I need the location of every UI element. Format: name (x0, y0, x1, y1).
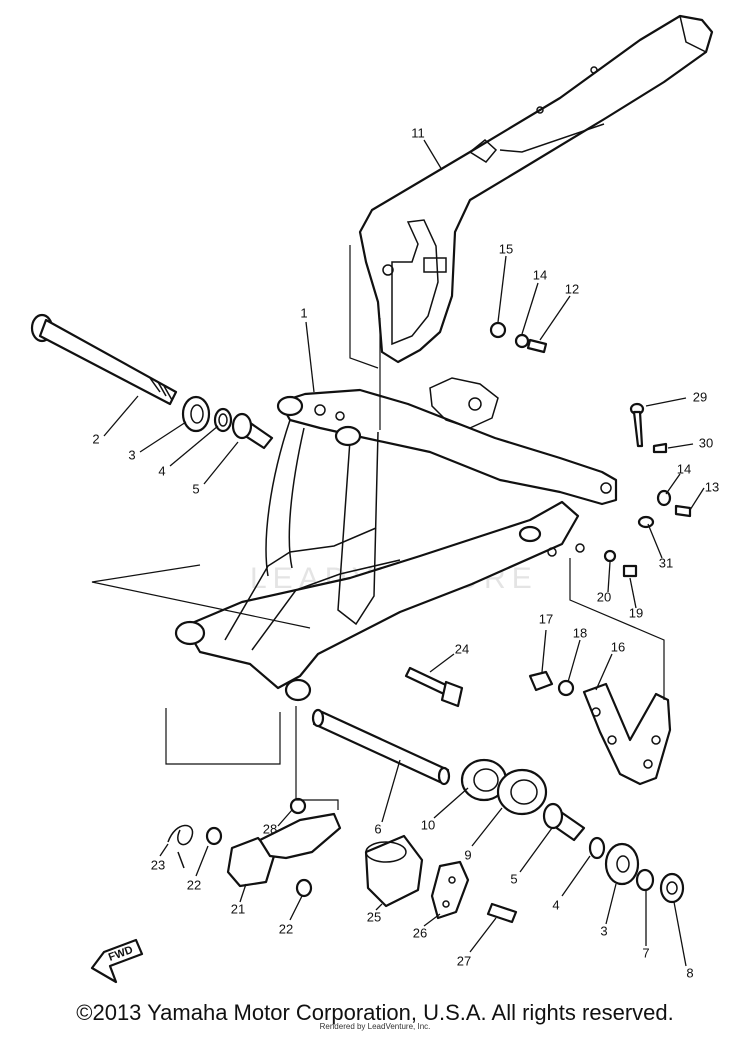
callout-18: 18 (573, 625, 587, 640)
callout-15: 15 (499, 241, 513, 256)
plate-and-bolt-part (430, 860, 518, 924)
callout-14-right: 14 (677, 461, 691, 476)
callout-11: 11 (411, 125, 425, 140)
rendered-by-credit: Rendered by LeadVenture, Inc. (319, 1022, 431, 1031)
callout-1: 1 (300, 305, 307, 320)
callout-5-upper: 5 (192, 481, 199, 496)
chain-guard-fasteners-part (489, 321, 548, 354)
rubber-damper-part (364, 834, 424, 908)
callout-4-lower: 4 (552, 897, 559, 912)
bracket-bolt-part (603, 549, 638, 578)
assembly-brackets (91, 245, 665, 810)
swing-arm-part (174, 377, 618, 702)
callout-9: 9 (464, 847, 471, 862)
brake-rod-fasteners-part (629, 402, 692, 529)
callout-6: 6 (374, 821, 381, 836)
stay-bracket-part (528, 670, 672, 786)
copyright-notice: ©2013 Yamaha Motor Corporation, U.S.A. A… (76, 1000, 674, 1025)
callout-5-lower: 5 (510, 871, 517, 886)
callout-22-upper: 22 (187, 877, 201, 892)
callout-28: 28 (263, 821, 277, 836)
pivot-bolt-part (30, 313, 178, 406)
callout-21: 21 (231, 901, 245, 916)
callout-31: 31 (659, 555, 673, 570)
callout-2: 2 (92, 431, 99, 446)
leader-lines (103, 139, 705, 967)
upper-bushing-set-part (181, 395, 274, 450)
callout-29: 29 (693, 389, 707, 404)
callout-27: 27 (457, 953, 471, 968)
callout-labels: 11 15 14 12 1 2 3 4 5 29 30 14 13 31 20 … (92, 125, 719, 980)
callout-22-lower: 22 (279, 921, 293, 936)
callout-17: 17 (539, 611, 553, 626)
callout-20: 20 (597, 589, 611, 604)
pivot-shaft-part (311, 708, 451, 786)
callout-26: 26 (413, 925, 427, 940)
callout-19: 19 (629, 605, 643, 620)
callout-3-lower: 3 (600, 923, 607, 938)
callout-8: 8 (686, 965, 693, 980)
callout-4-upper: 4 (158, 463, 165, 478)
callout-13: 13 (705, 479, 719, 494)
callout-16: 16 (611, 639, 625, 654)
lower-pivot-bolt-part (404, 666, 464, 708)
callout-30: 30 (699, 435, 713, 450)
lower-bushing-set-part (542, 802, 685, 904)
chain-guard-part (358, 14, 714, 364)
callout-7: 7 (642, 945, 649, 960)
callout-3-upper: 3 (128, 447, 135, 462)
callout-24: 24 (455, 641, 469, 656)
callout-23: 23 (151, 857, 165, 872)
dust-seal-collars-part (460, 758, 548, 816)
callout-14-upper: 14 (533, 267, 547, 282)
callout-25: 25 (367, 909, 381, 924)
brake-arm-assembly-part (167, 797, 342, 898)
callout-10: 10 (421, 817, 435, 832)
callout-12: 12 (565, 281, 579, 296)
forward-arrow-icon: FWD (90, 938, 144, 984)
